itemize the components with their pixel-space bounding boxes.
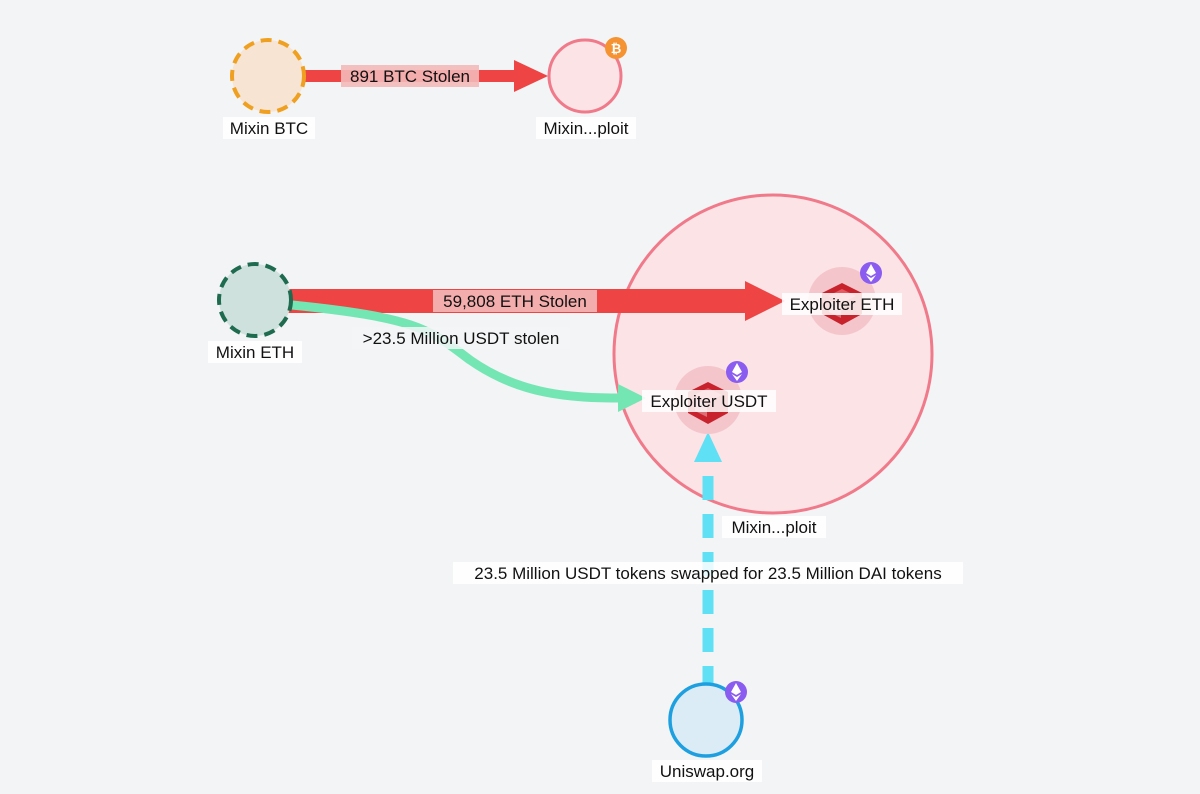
bitcoin-icon: ₿ — [605, 37, 627, 59]
usdt-theft-edge[interactable] — [291, 300, 646, 412]
mixin-eth-node[interactable] — [217, 262, 293, 338]
ethereum-icon — [860, 262, 882, 284]
svg-text:₿: ₿ — [611, 41, 622, 56]
uniswap-label: Uniswap.org — [660, 762, 755, 781]
exploiter-usdt-label: Exploiter USDT — [650, 392, 767, 411]
swap-edge-label: 23.5 Million USDT tokens swapped for 23.… — [474, 564, 941, 583]
exploit-cluster-node[interactable] — [612, 193, 934, 515]
mixin-btc-label: Mixin BTC — [230, 119, 308, 138]
mixin-btc-exploit-node[interactable]: ₿ — [547, 37, 627, 114]
mixin-btc-exploit-label: Mixin...ploit — [543, 119, 628, 138]
eth-theft-edge-label: 59,808 ETH Stolen — [443, 292, 587, 311]
ethereum-icon — [725, 681, 747, 703]
mixin-eth-label: Mixin ETH — [216, 343, 294, 362]
uniswap-node[interactable] — [668, 681, 747, 758]
exploiter-eth-label: Exploiter ETH — [790, 295, 895, 314]
mixin-btc-node[interactable] — [230, 38, 306, 114]
ethereum-icon — [726, 361, 748, 383]
exploit-cluster-label: Mixin...ploit — [731, 518, 816, 537]
usdt-theft-edge-label: >23.5 Million USDT stolen — [363, 329, 560, 348]
btc-theft-edge-label: 891 BTC Stolen — [350, 67, 470, 86]
